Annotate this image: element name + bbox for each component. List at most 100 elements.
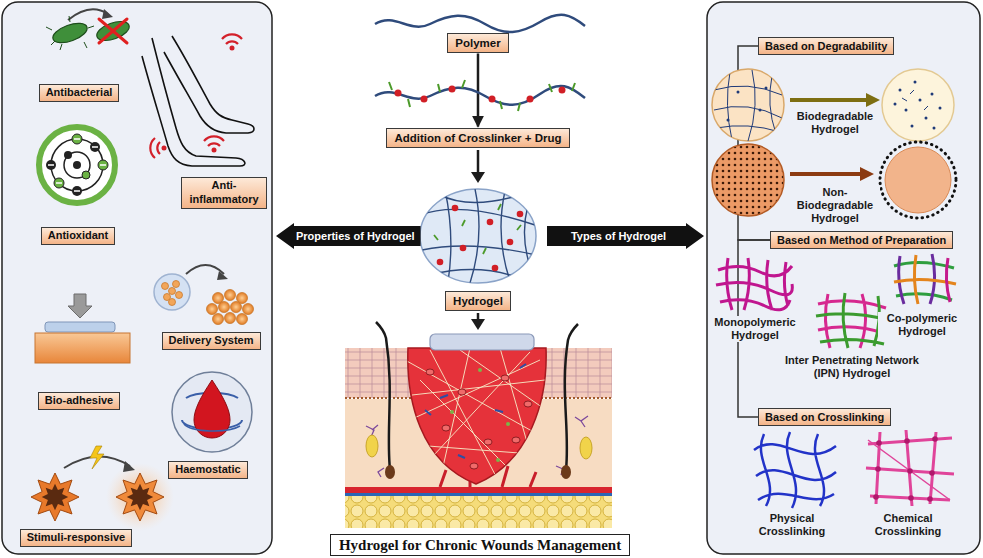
- wound-bed: [405, 348, 548, 484]
- legs-icon: [208, 143, 220, 146]
- antioxidant-icon: [46, 142, 100, 196]
- biodegradable-sphere: [712, 69, 954, 141]
- stimuli-icon: [31, 446, 174, 531]
- bacteria-icon: [46, 9, 132, 50]
- stimuli-icon: [31, 473, 79, 521]
- biodegradable-sphere: [714, 70, 782, 141]
- node-text: Anti-inflammatory: [188, 179, 260, 207]
- hydrogel-network: [440, 195, 520, 203]
- hydrogel-network: [420, 189, 536, 283]
- biodegradable-sphere: [714, 70, 782, 141]
- delivery-icon: [219, 302, 230, 313]
- delivery-icon: [154, 265, 254, 325]
- delivery-icon: [173, 281, 180, 288]
- legs-icon: [222, 34, 242, 39]
- skin-section: [366, 435, 378, 457]
- hair-follicle: [385, 465, 395, 479]
- bioadhesive-icon: [68, 294, 92, 318]
- chemical-mesh: [875, 466, 881, 472]
- legs-icon: [150, 34, 242, 158]
- wound-bed: [426, 369, 434, 375]
- chemical-mesh: [907, 468, 913, 474]
- chemical-mesh: [866, 430, 954, 506]
- process-box: Addition of Crosslinker + Drug: [386, 128, 569, 149]
- hydrogel-network: [460, 245, 467, 252]
- delivery-icon: [169, 299, 176, 306]
- legs-icon: [212, 148, 217, 153]
- chemical-mesh: [873, 494, 879, 500]
- diagram-title: Hydrogel for Chronic Wounds Management: [330, 534, 630, 557]
- biodegradable-sphere: [712, 69, 784, 141]
- caption-label: Chemical Crosslinking: [862, 512, 954, 538]
- biodegradable-sphere: [765, 87, 768, 90]
- antioxidant-icon: [39, 127, 115, 203]
- biodegradable-sphere: [933, 127, 936, 130]
- node-text: Based on Crosslinking: [765, 410, 884, 424]
- chemical-mesh: [908, 495, 914, 501]
- process-box: Hydrogel: [445, 291, 511, 312]
- biodegradable-sphere: [894, 81, 942, 130]
- category-header: Based on Crosslinking: [758, 408, 891, 426]
- caption-label: Biodegradable Hydrogel: [790, 110, 880, 136]
- side-panel: [707, 2, 980, 554]
- skin-section: [345, 496, 612, 528]
- stimuli-icon: [90, 446, 104, 469]
- biodegradable-sphere: [759, 109, 762, 112]
- haemostatic-icon: [184, 424, 240, 431]
- drug-loaded-chain: [395, 90, 402, 97]
- bioadhesive-icon: [35, 294, 130, 363]
- wound-bed: [405, 348, 548, 484]
- legs-icon: [226, 41, 238, 44]
- wound-bed: [478, 368, 482, 372]
- antioxidant-icon: [48, 139, 106, 191]
- caption-label: Monopolymeric Hydrogel: [711, 316, 799, 342]
- hair-follicle: [561, 465, 571, 479]
- wound-bed: [506, 422, 510, 426]
- chemical-mesh: [932, 436, 938, 442]
- hydrogel-network: [524, 205, 530, 266]
- delivery-icon: [154, 274, 190, 310]
- bacteria-icon: [94, 18, 131, 45]
- legs-icon: [157, 142, 160, 154]
- stimuli-icon: [116, 473, 164, 521]
- skin-section: [580, 437, 592, 459]
- delivery-icon: [207, 290, 254, 325]
- legs-icon: [142, 38, 245, 166]
- chemical-mesh: [904, 438, 910, 444]
- bacteria-icon: [68, 9, 108, 20]
- legs-icon: [164, 36, 254, 133]
- property-tag: Haemostatic: [168, 461, 247, 479]
- stimuli-icon: [42, 484, 68, 510]
- drug-loaded-chain: [375, 80, 585, 111]
- physical-mesh: [754, 432, 836, 508]
- hydrogel-network: [434, 204, 521, 254]
- biodegradable-sphere: [911, 125, 914, 128]
- node-text: Types of Hydrogel: [553, 223, 684, 249]
- delivery-icon: [162, 283, 169, 290]
- antioxidant-icon: [64, 152, 90, 178]
- stimuli-icon: [123, 461, 135, 472]
- wound-bed: [408, 348, 546, 484]
- chemical-mesh: [868, 440, 950, 500]
- chemical-mesh: [873, 436, 938, 502]
- node-text: Delivery System: [169, 334, 254, 348]
- flow-arrow: [477, 150, 480, 174]
- flow-arrow: [471, 319, 485, 330]
- wound-bed: [458, 389, 466, 395]
- skin-section: [345, 487, 612, 493]
- node-text: Haemostatic: [175, 463, 240, 477]
- chemical-mesh: [876, 440, 882, 446]
- biodegradable-sphere: [905, 109, 908, 112]
- property-tag: Antibacterial: [39, 84, 120, 102]
- biodegradable-sphere: [914, 81, 917, 84]
- biodegradable-sphere: [931, 93, 934, 96]
- chemical-mesh: [866, 430, 954, 506]
- node-text: Antibacterial: [46, 86, 113, 100]
- delivery-icon: [213, 314, 224, 325]
- antioxidant-icon: [82, 171, 90, 179]
- hydrogel-network: [445, 190, 451, 282]
- haemostatic-icon: [172, 372, 252, 452]
- hydrogel-network: [420, 189, 536, 283]
- wound-dressing: [430, 334, 534, 350]
